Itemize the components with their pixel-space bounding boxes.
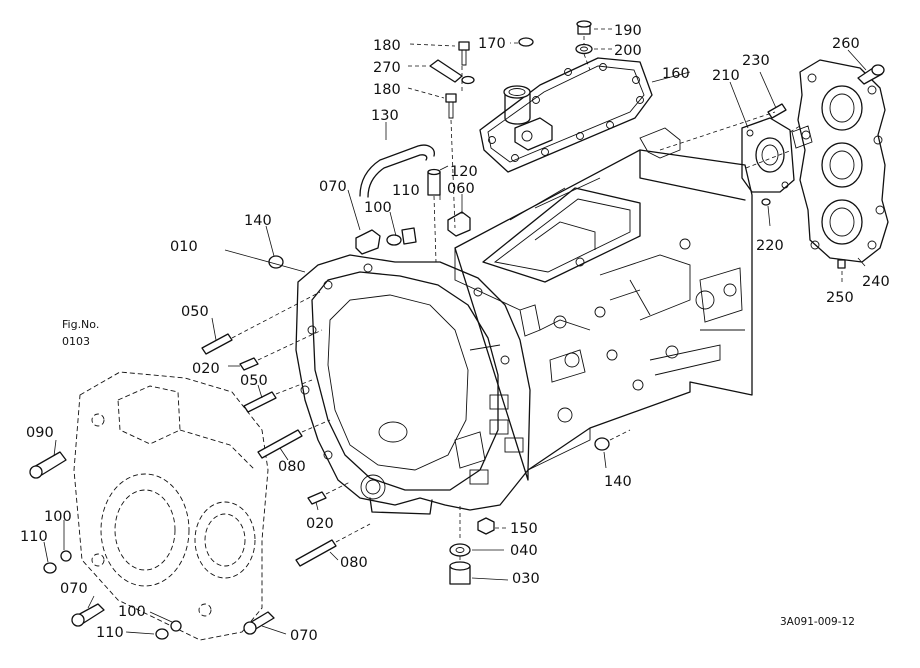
drawing-code: 3A091-009-12: [780, 616, 855, 628]
label-100-top: 100: [364, 200, 392, 216]
label-110-left: 110: [20, 529, 48, 545]
label-140-top: 140: [244, 213, 272, 229]
label-260: 260: [832, 36, 860, 52]
bearing-plate-220: [741, 117, 795, 193]
front-gear-case: [73, 371, 269, 641]
label-090: 090: [26, 425, 54, 441]
label-240: 240: [862, 274, 890, 290]
label-150: 150: [510, 521, 538, 537]
label-160: 160: [662, 66, 690, 82]
label-020-low: 020: [306, 516, 334, 532]
label-180-mid: 180: [373, 82, 401, 98]
label-020-top: 020: [192, 361, 220, 377]
label-220: 220: [756, 238, 784, 254]
rear-plate-240: [791, 59, 889, 263]
fig-ref-line2: 0103: [62, 335, 90, 348]
label-170: 170: [478, 36, 506, 52]
label-210: 210: [712, 68, 740, 84]
label-070-left: 070: [60, 581, 88, 597]
label-080-low: 080: [340, 555, 368, 571]
label-120: 120: [450, 164, 478, 180]
label-110-top: 110: [392, 183, 420, 199]
leader-lines: [43, 28, 867, 635]
fasteners: [29, 20, 885, 640]
label-250: 250: [826, 290, 854, 306]
top-cover-160: [479, 57, 653, 173]
part-labels: 180 170 190 200 270 160 180 130 210 230 …: [20, 23, 890, 644]
label-040: 040: [510, 543, 538, 559]
label-080-mid: 080: [278, 459, 306, 475]
label-010: 010: [170, 239, 198, 255]
label-030: 030: [512, 571, 540, 587]
label-100-left: 100: [44, 509, 72, 525]
fig-ref-line1: Fig.No.: [62, 318, 99, 331]
label-130: 130: [371, 108, 399, 124]
label-190: 190: [614, 23, 642, 39]
label-050-mid: 050: [240, 373, 268, 389]
label-070-bottom: 070: [290, 628, 318, 644]
label-200: 200: [614, 43, 642, 59]
label-050-top: 050: [181, 304, 209, 320]
label-180-top: 180: [373, 38, 401, 54]
label-070-top: 070: [319, 179, 347, 195]
label-060: 060: [447, 181, 475, 197]
label-100-bottom: 100: [118, 604, 146, 620]
label-140-right: 140: [604, 474, 632, 490]
label-270: 270: [373, 60, 401, 76]
label-230: 230: [742, 53, 770, 69]
transmission-case: [295, 127, 753, 515]
label-110-bottom: 110: [96, 625, 124, 641]
